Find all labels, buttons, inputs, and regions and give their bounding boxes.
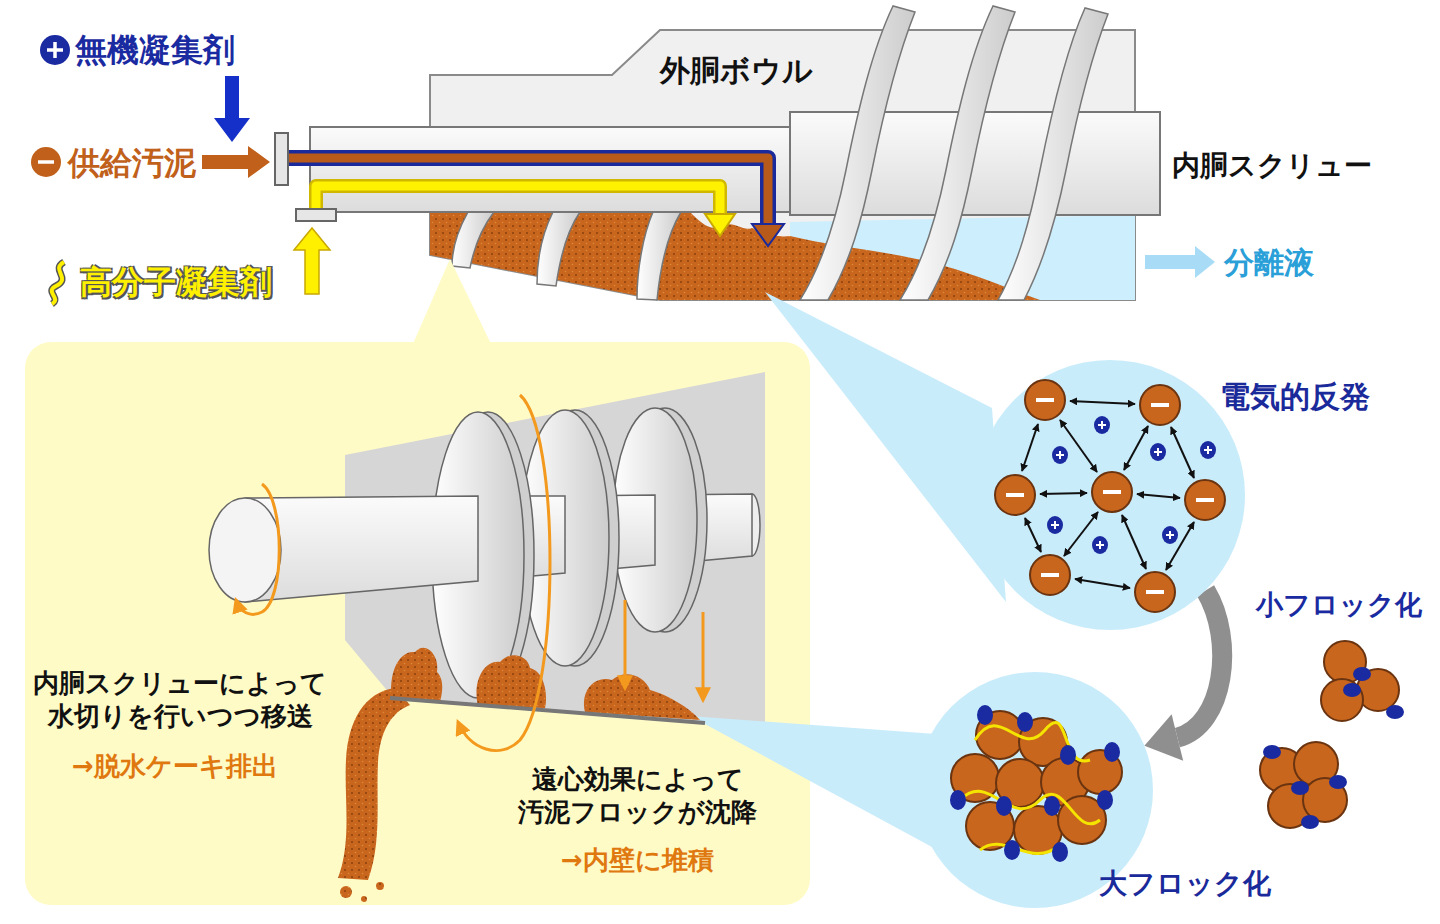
large-flights xyxy=(800,6,1108,300)
zoom-circle: 電気的反発 xyxy=(975,360,1245,630)
callout-pointer xyxy=(412,259,492,346)
input-label: 無機凝集剤 xyxy=(75,30,235,70)
arrow-head xyxy=(1144,714,1183,761)
inset-panel: 内胴スクリューによって 水切りを行いつつ移送 →脱水ケーキ排出 遠心効果によって 汚… xyxy=(25,342,810,905)
result-note: →脱水ケーキ排出 xyxy=(72,750,278,783)
zoom-circle: 大フロック化 xyxy=(917,672,1153,908)
input-label: 供給汚泥 xyxy=(68,143,196,183)
small-flights xyxy=(452,212,681,300)
feed-pipes xyxy=(275,133,784,246)
repulsion-figure xyxy=(975,360,1245,630)
circle-heading: 電気的反発 xyxy=(1220,378,1370,416)
part-name: 外胴ボウル xyxy=(660,52,813,90)
input-label: 高分子凝集剤 xyxy=(80,262,272,302)
charge-symbols xyxy=(31,35,70,304)
small-flocs xyxy=(1260,641,1404,829)
output-label: 分離液 xyxy=(1224,244,1314,282)
part-name: 内胴スクリュー xyxy=(1172,148,1372,183)
flow-arrows xyxy=(202,76,1215,294)
process-note: 遠心効果によって 汚泥フロックが沈降 xyxy=(518,763,757,828)
circle-heading: 大フロック化 xyxy=(1099,866,1271,901)
arrow-shaft xyxy=(1177,591,1222,738)
stage-label: 小フロック化 xyxy=(1256,588,1422,622)
process-note: 内胴スクリューによって 水切りを行いつつ移送 xyxy=(33,667,327,732)
result-note: →内壁に堆積 xyxy=(561,844,714,877)
